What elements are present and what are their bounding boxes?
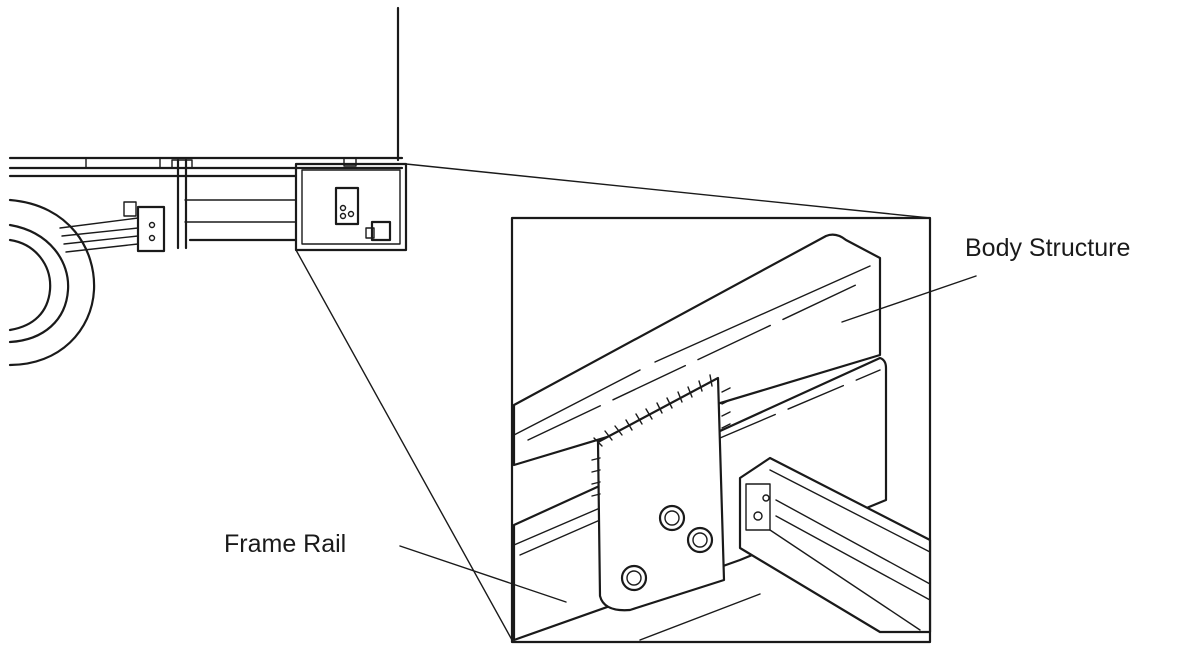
tire (8, 198, 96, 367)
bolts (620, 504, 714, 592)
weld-marks (591, 374, 731, 497)
body-structure-rail (512, 233, 882, 467)
detail-callout-box (294, 162, 408, 252)
leader-frame-rail (399, 545, 567, 603)
frame-rail-label: Frame Rail (224, 530, 347, 558)
detail-frame (510, 216, 932, 644)
callout-line-top (405, 163, 931, 219)
suspension-bracket (136, 205, 166, 253)
detail-inset (510, 216, 932, 644)
body-structure-label: Body Structure (965, 234, 1131, 262)
callout-line-bottom (295, 249, 513, 641)
leader-body-structure (841, 275, 977, 323)
truck-overview (8, 6, 408, 367)
mounting-bracket (596, 376, 726, 612)
cross-member (738, 456, 932, 634)
